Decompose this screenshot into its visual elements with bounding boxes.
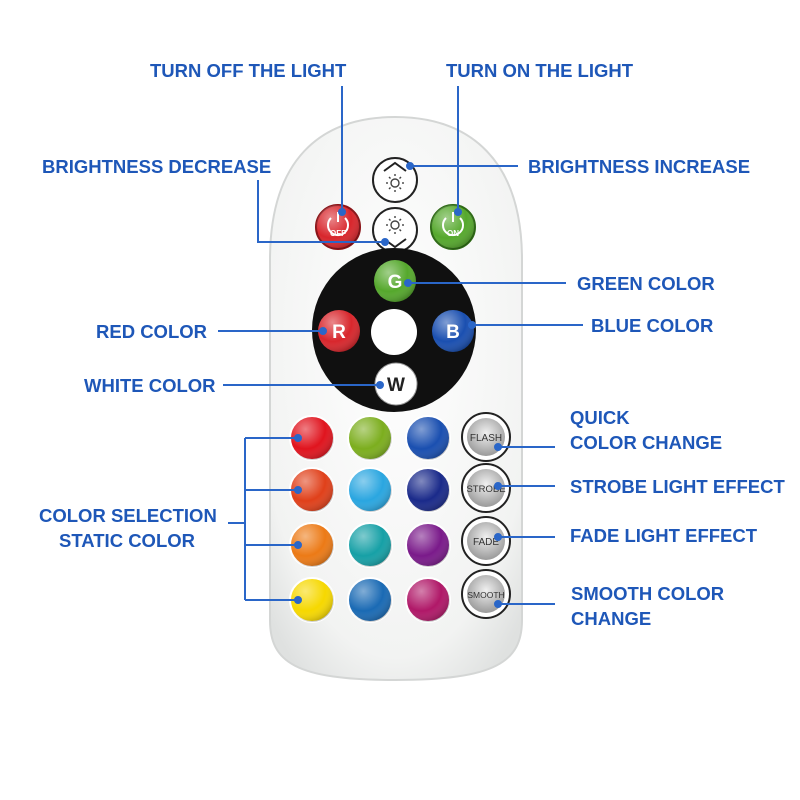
label-turn-on: TURN ON THE LIGHT — [446, 60, 634, 81]
flash-button-label: FLASH — [470, 433, 502, 444]
white-button[interactable]: W — [374, 362, 418, 406]
fade-button[interactable]: FADE — [461, 516, 511, 566]
color-swatch-button[interactable] — [289, 577, 335, 623]
label-color-selection: COLOR SELECTION STATIC COLOR — [39, 503, 217, 553]
label-brightness-increase: BRIGHTNESS INCREASE — [528, 156, 751, 177]
label-smooth-line-1: SMOOTH COLOR — [571, 583, 725, 604]
green-button[interactable]: G — [374, 260, 416, 302]
color-swatch-button[interactable] — [405, 415, 451, 461]
label-quick-line-2: COLOR CHANGE — [570, 432, 723, 453]
sun-icon — [386, 174, 404, 192]
color-swatch-button[interactable] — [405, 577, 451, 623]
label-color-selection-line-1: COLOR SELECTION — [39, 505, 217, 526]
label-quick-line-1: QUICK — [570, 407, 630, 428]
color-swatch-button[interactable] — [405, 522, 451, 568]
on-button-label: ON — [447, 229, 459, 238]
label-fade-effect: FADE LIGHT EFFECT — [570, 525, 758, 546]
label-white-color: WHITE COLOR — [84, 375, 216, 396]
smooth-button-label: SMOOTH — [467, 590, 504, 600]
label-turn-off: TURN OFF THE LIGHT — [150, 60, 347, 81]
blue-button-label: B — [446, 322, 460, 343]
off-button[interactable]: OFF — [315, 204, 361, 250]
color-swatch-button[interactable] — [347, 577, 393, 623]
green-button-label: G — [388, 272, 403, 293]
brightness-up-button[interactable] — [372, 157, 418, 203]
power-icon — [442, 217, 464, 237]
color-swatch-button[interactable] — [289, 467, 335, 513]
color-swatch-grid — [289, 415, 451, 623]
label-brightness-decrease: BRIGHTNESS DECREASE — [42, 156, 272, 177]
flash-button[interactable]: FLASH — [461, 412, 511, 462]
label-color-selection-line-2: STATIC COLOR — [59, 530, 195, 551]
label-smooth-line-2: CHANGE — [571, 608, 652, 629]
leader-lines — [218, 86, 583, 608]
red-button-label: R — [332, 322, 346, 343]
power-icon — [327, 217, 349, 237]
label-green-color: GREEN COLOR — [577, 273, 715, 294]
label-strobe-effect: STROBE LIGHT EFFECT — [570, 476, 785, 497]
label-red-color: RED COLOR — [96, 321, 207, 342]
white-button-label: W — [387, 375, 405, 396]
color-swatch-button[interactable] — [347, 522, 393, 568]
strobe-button[interactable]: STROBE — [461, 463, 511, 513]
label-smooth-color-change: SMOOTH COLOR CHANGE — [571, 581, 724, 631]
color-swatch-button[interactable] — [347, 415, 393, 461]
blue-button[interactable]: B — [432, 310, 474, 352]
brightness-down-button[interactable] — [372, 207, 418, 253]
color-swatch-button[interactable] — [289, 522, 335, 568]
label-quick-color-change: QUICK COLOR CHANGE — [570, 405, 722, 455]
label-blue-color: BLUE COLOR — [591, 315, 714, 336]
center-button[interactable] — [371, 309, 417, 355]
strobe-button-label: STROBE — [466, 484, 505, 495]
off-button-label: OFF — [330, 229, 346, 238]
smooth-button[interactable]: SMOOTH — [461, 569, 511, 619]
color-swatch-button[interactable] — [289, 415, 335, 461]
sun-icon — [386, 216, 404, 234]
on-button[interactable]: ON — [430, 204, 476, 250]
color-swatch-button[interactable] — [347, 467, 393, 513]
color-swatch-button[interactable] — [405, 467, 451, 513]
fade-button-label: FADE — [473, 537, 499, 548]
red-button[interactable]: R — [318, 310, 360, 352]
